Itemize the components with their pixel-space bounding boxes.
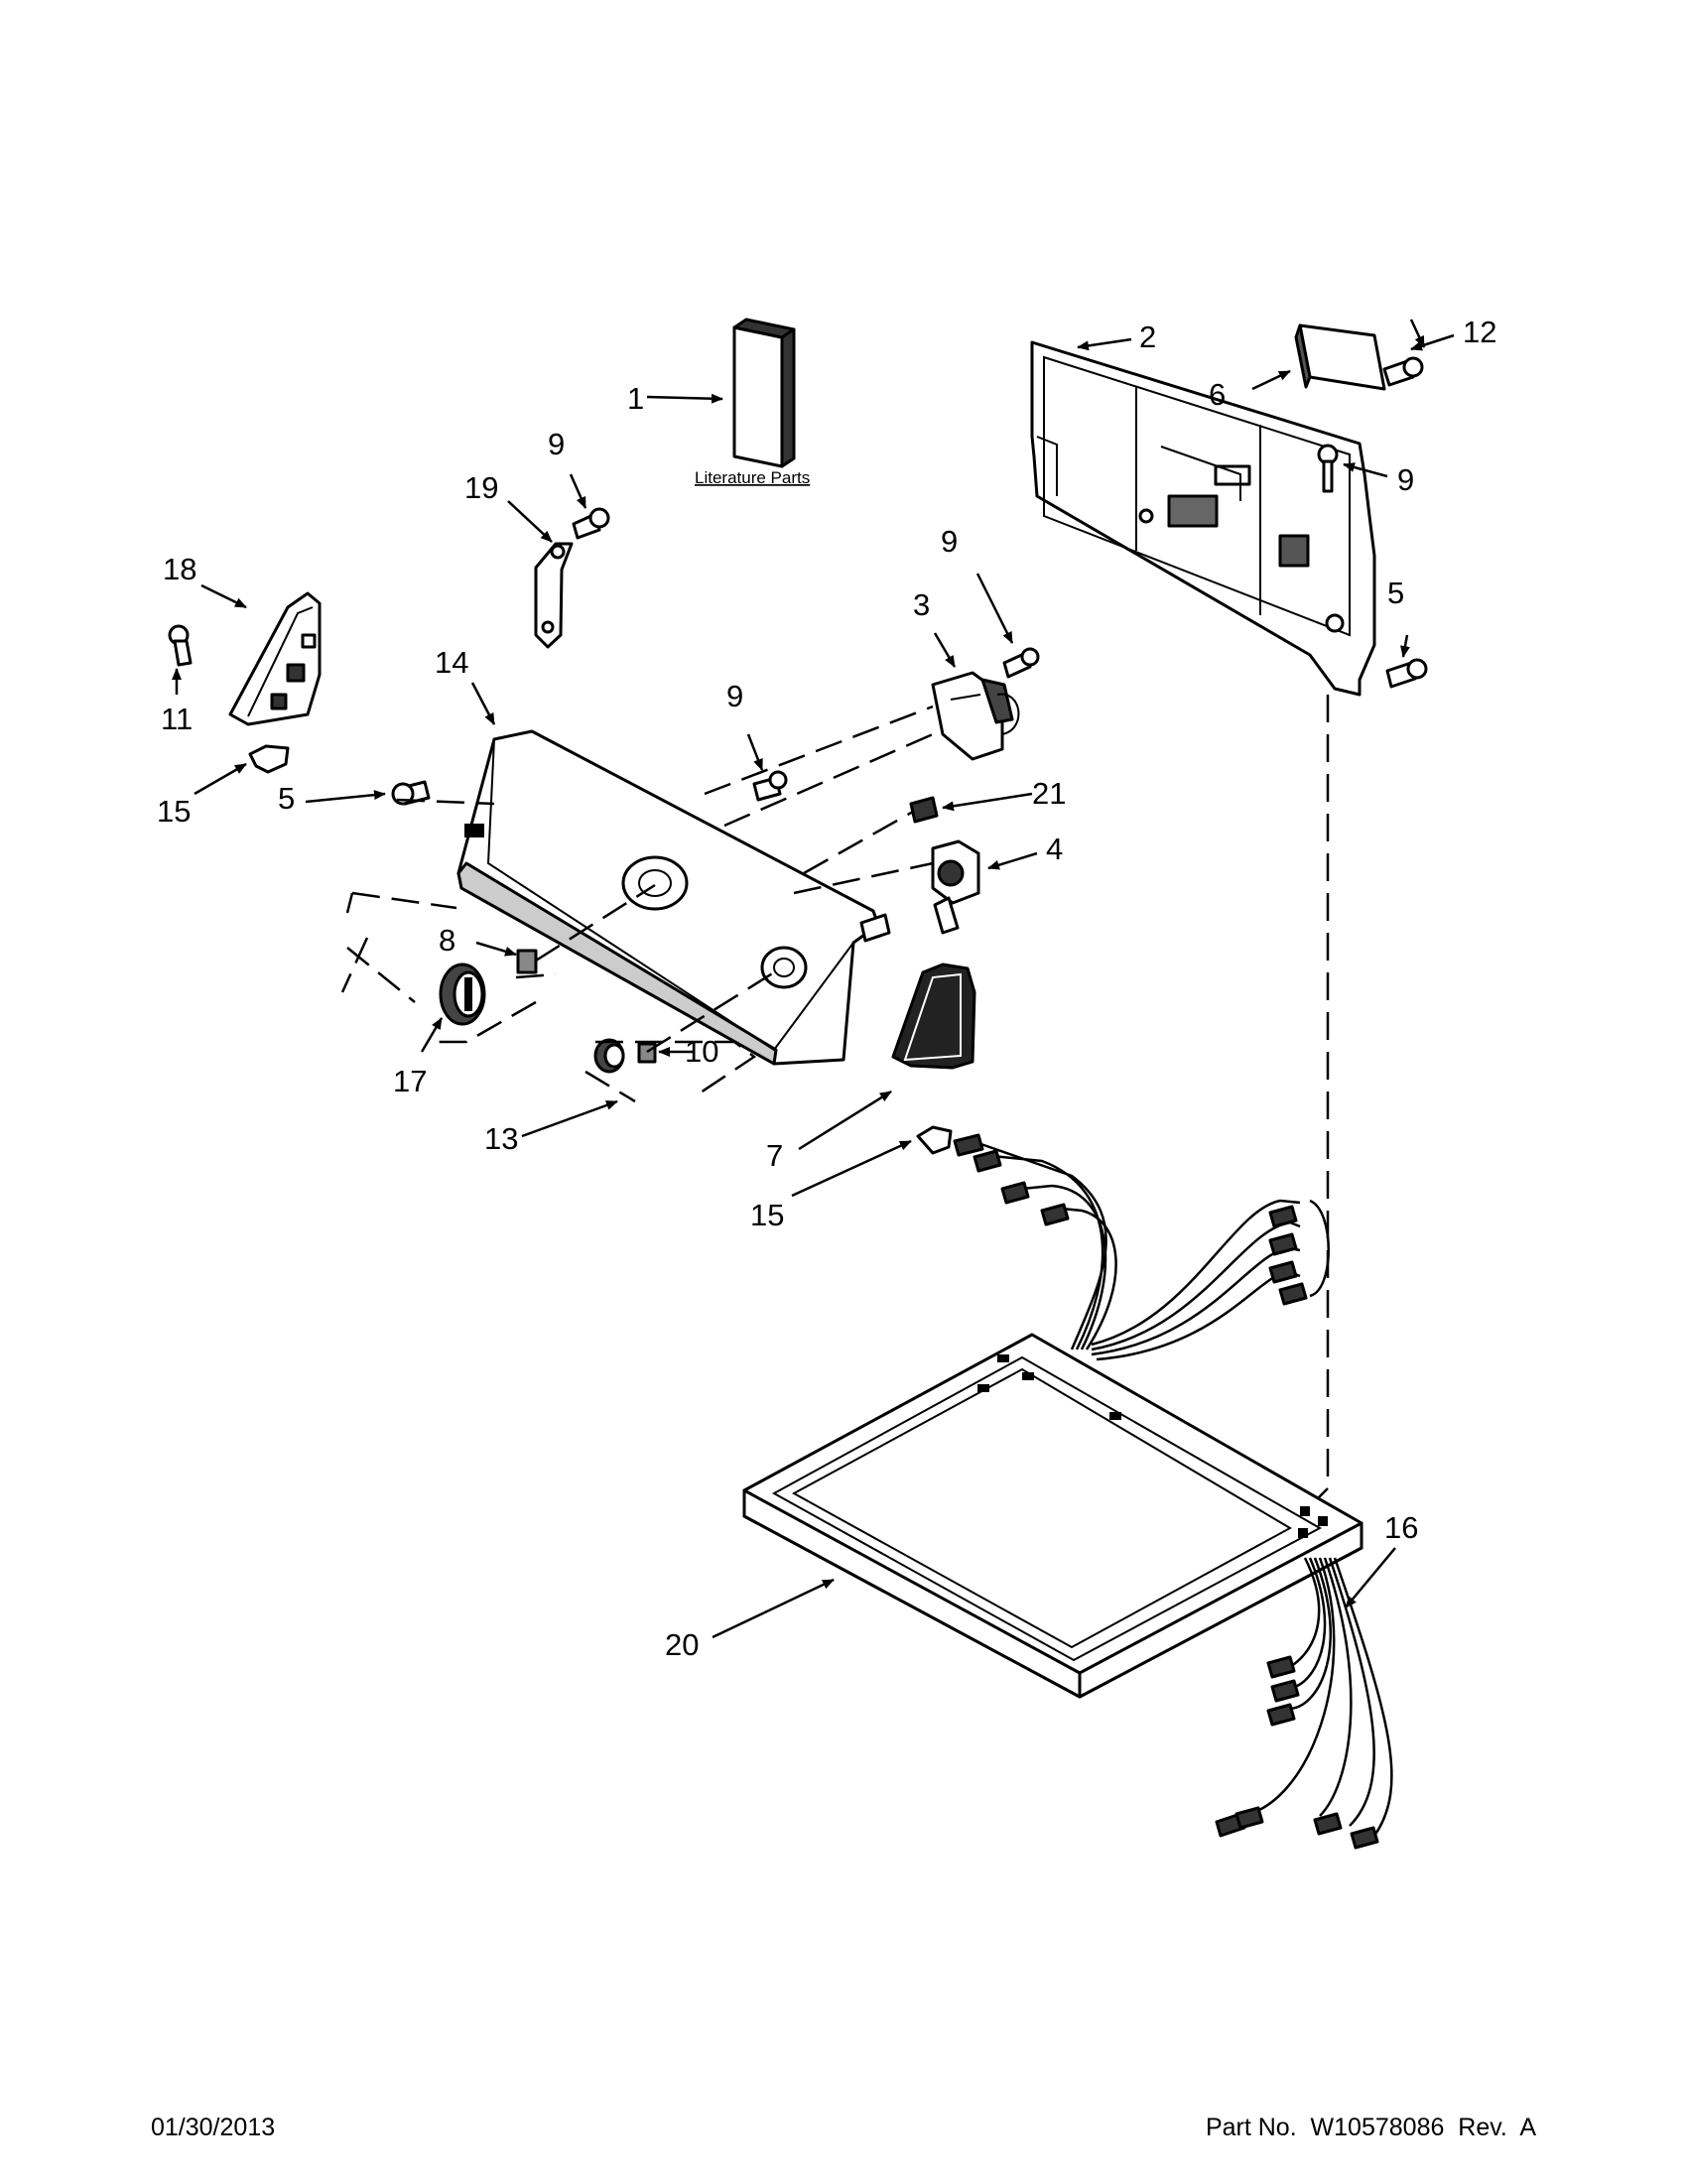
screw-right — [1385, 658, 1428, 689]
push-to-start-switch — [931, 839, 980, 935]
callout-18: 18 — [163, 552, 196, 586]
callout-9-a: 9 — [548, 427, 565, 461]
callout-19: 19 — [464, 470, 498, 505]
wire-harness-upper — [953, 1133, 1330, 1361]
callout-3: 3 — [913, 587, 930, 622]
screw-center — [752, 770, 788, 802]
bracket-screw — [1382, 356, 1424, 387]
callout-21: 21 — [1032, 776, 1066, 811]
end-cap-screw — [168, 624, 193, 667]
wire-clip-center — [916, 1125, 953, 1155]
leader-arrows — [172, 319, 1455, 1639]
knob-insert-small — [637, 1042, 657, 1064]
callout-2: 2 — [1139, 320, 1156, 354]
console-panel — [456, 729, 891, 1066]
callout-15-left: 15 — [157, 794, 191, 829]
knob-insert — [516, 949, 538, 974]
callout-9-d: 9 — [1397, 462, 1414, 497]
literature-booklet — [732, 318, 796, 468]
callout-15-center: 15 — [750, 1198, 784, 1232]
wire-harness-lower — [1215, 1557, 1393, 1850]
screw-left — [391, 780, 431, 806]
footer-date: 01/30/2013 — [151, 2114, 276, 2141]
callout-8: 8 — [439, 923, 455, 958]
top-panel — [742, 1333, 1363, 1699]
callout-7: 7 — [766, 1138, 783, 1173]
wire-clip-left — [248, 744, 290, 774]
callout-4: 4 — [1046, 832, 1063, 866]
console-end-cap — [228, 591, 322, 726]
footer-part-number: Part No. W10578086 Rev. A — [1205, 2114, 1536, 2141]
callout-6: 6 — [1209, 377, 1226, 412]
callout-1: 1 — [627, 381, 644, 416]
callout-14: 14 — [435, 645, 468, 680]
ground-screw — [572, 507, 610, 540]
callout-labels: 1 2 3 4 5 5 6 7 8 9 9 9 9 10 11 12 13 14… — [157, 315, 1496, 1662]
callout-9-b: 9 — [941, 524, 958, 559]
console-end-cap-right — [891, 963, 976, 1070]
callout-20: 20 — [665, 1627, 699, 1662]
cycle-knob — [593, 1038, 625, 1074]
timer-switch — [931, 671, 1020, 761]
timer-screw — [1002, 647, 1040, 679]
callout-5-right: 5 — [1387, 576, 1404, 610]
callout-16: 16 — [1384, 1510, 1418, 1545]
ground-strap — [534, 542, 574, 649]
screw-upper-right — [1317, 444, 1339, 493]
callout-5-left: 5 — [278, 781, 295, 816]
switch-clip — [909, 796, 939, 824]
callout-10: 10 — [685, 1034, 718, 1069]
timer-knob — [439, 963, 486, 1026]
callout-17: 17 — [393, 1064, 427, 1098]
mounting-bracket — [1294, 323, 1386, 391]
callout-11: 11 — [161, 702, 193, 736]
console-rear-panel — [1030, 340, 1376, 697]
callout-13: 13 — [484, 1121, 518, 1156]
callout-12: 12 — [1463, 315, 1496, 349]
literature-parts-label: Literature Parts — [695, 468, 810, 487]
callout-9-c: 9 — [726, 679, 743, 713]
